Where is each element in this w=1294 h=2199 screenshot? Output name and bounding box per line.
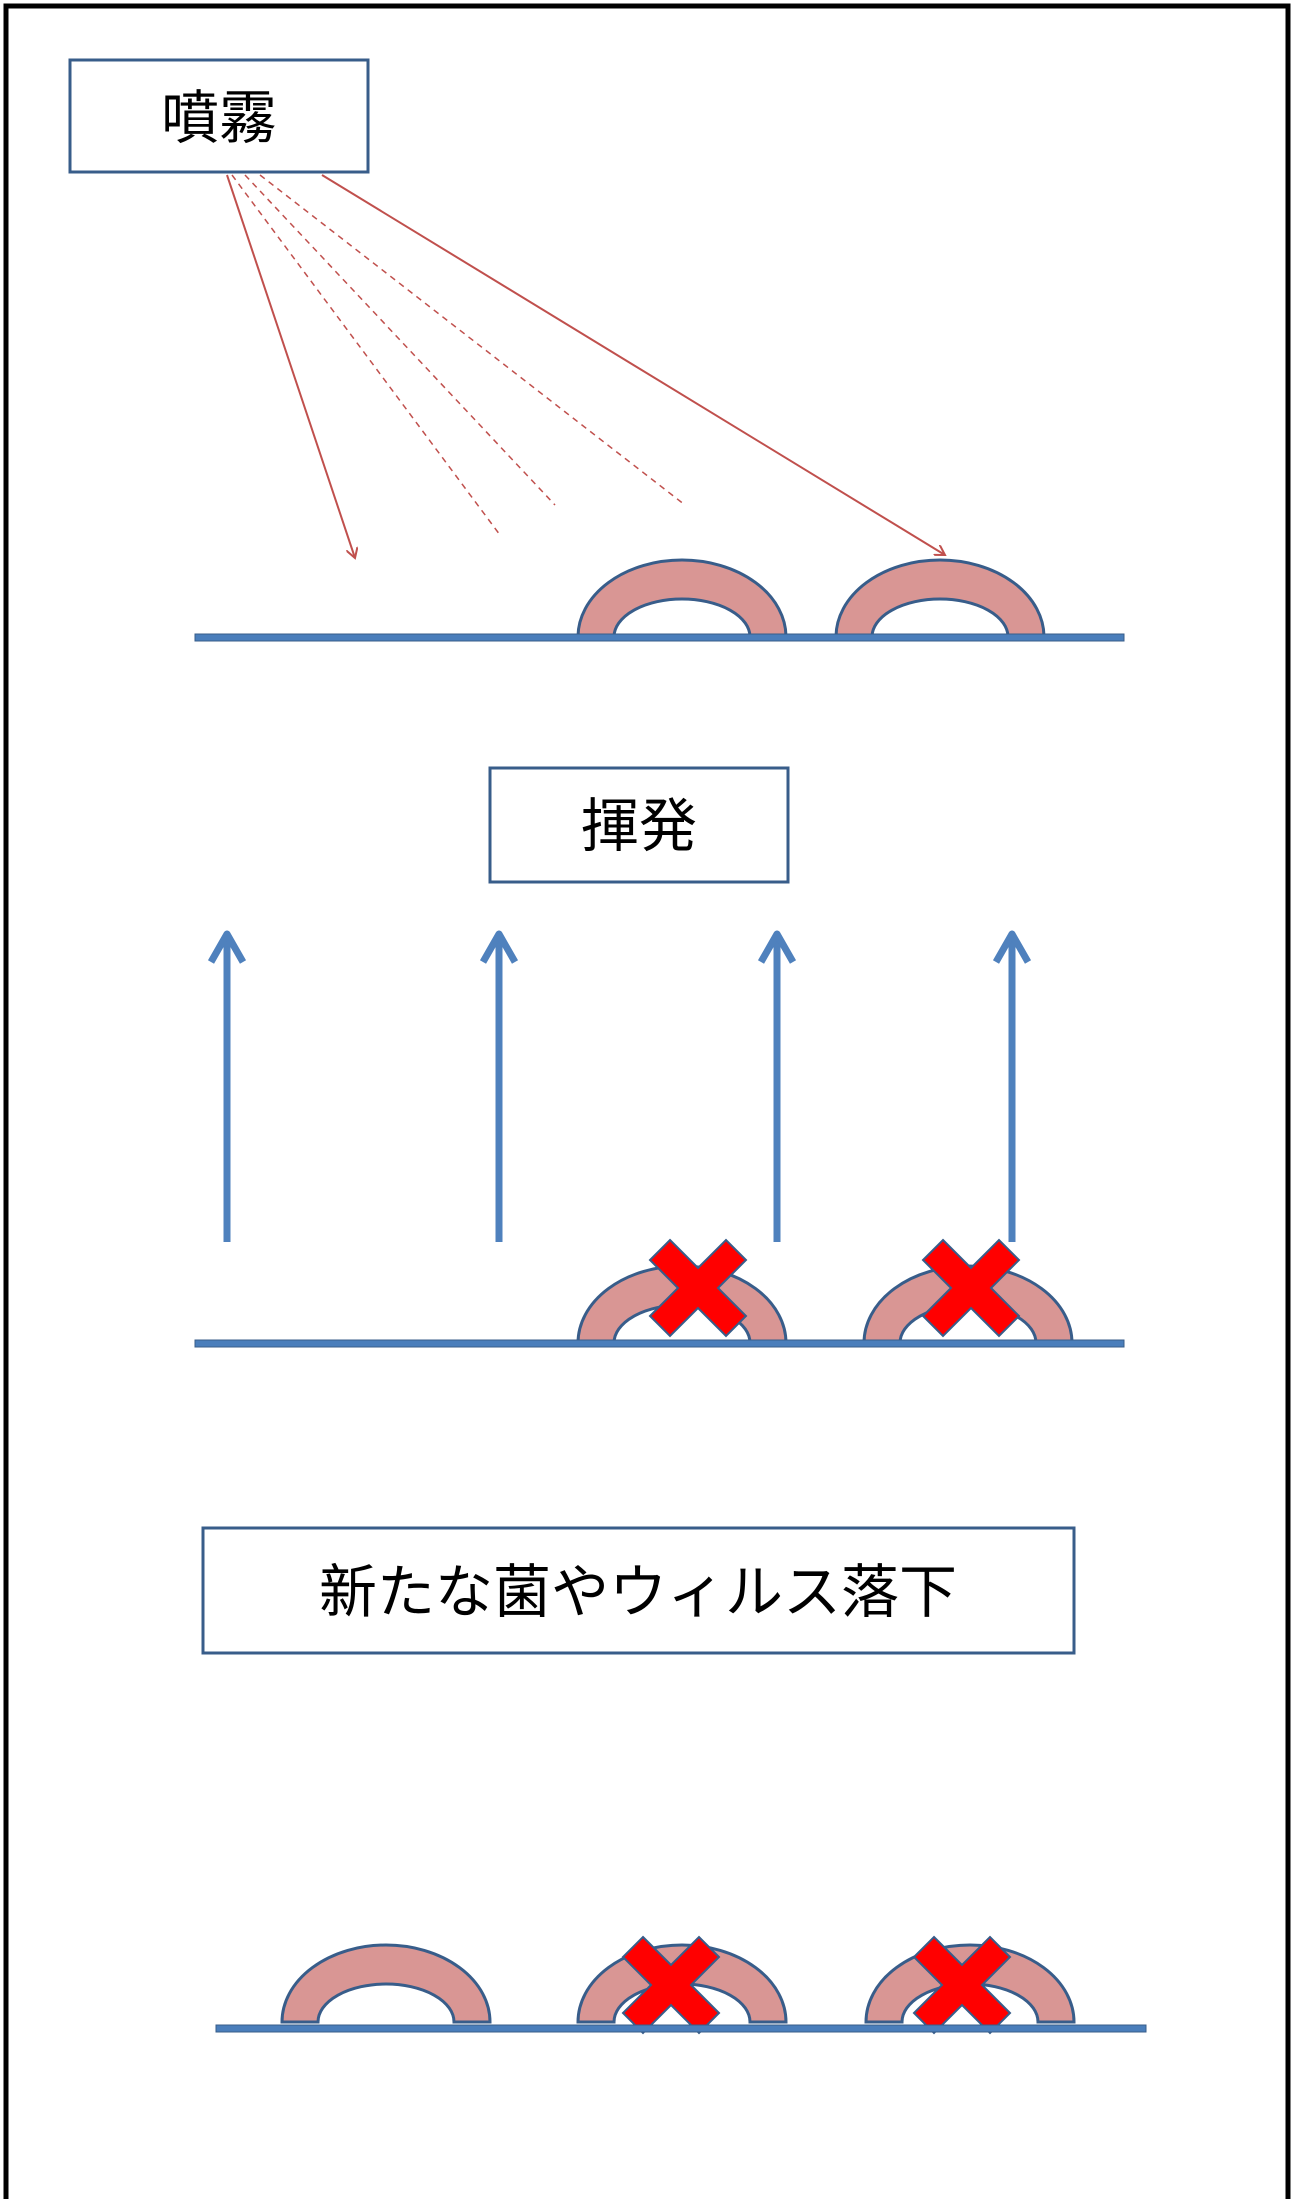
microbe	[834, 558, 1046, 639]
evaporation-label-box	[488, 766, 790, 884]
outer-frame	[3, 3, 1291, 2199]
stage-spray: 噴霧	[68, 58, 1125, 642]
cross-mark	[621, 1935, 721, 2035]
stage-new-contamination: 新たな菌やウィルス落下	[201, 1526, 1147, 2035]
spray-dash-3	[259, 174, 686, 506]
surface-line	[194, 1339, 1125, 1348]
evaporation-label: 揮発	[581, 792, 697, 860]
cross-mark	[648, 1238, 748, 1338]
surface-line	[215, 2024, 1147, 2033]
spray-dash-1	[231, 174, 501, 536]
new-contamination-label-box	[201, 1526, 1076, 1655]
vapor-arrow	[479, 930, 519, 1242]
microbe	[576, 558, 788, 639]
spray-arrow-left	[226, 174, 355, 558]
cross-mark	[921, 1238, 1021, 1338]
vapor-arrow	[757, 930, 797, 1242]
new-contamination-label: 新たな菌やウィルス落下	[319, 1558, 957, 1626]
spray-arrow-right	[321, 174, 945, 555]
surface-line	[194, 633, 1125, 642]
spray-label-box	[68, 58, 370, 174]
spray-dash-2	[244, 174, 556, 506]
stage-evaporation: 揮発	[194, 766, 1125, 1348]
microbe	[280, 1943, 492, 2024]
vapor-arrow	[207, 930, 247, 1242]
spray-label: 噴霧	[161, 84, 277, 152]
cross-mark	[912, 1935, 1012, 2035]
vapor-arrow	[992, 930, 1032, 1242]
